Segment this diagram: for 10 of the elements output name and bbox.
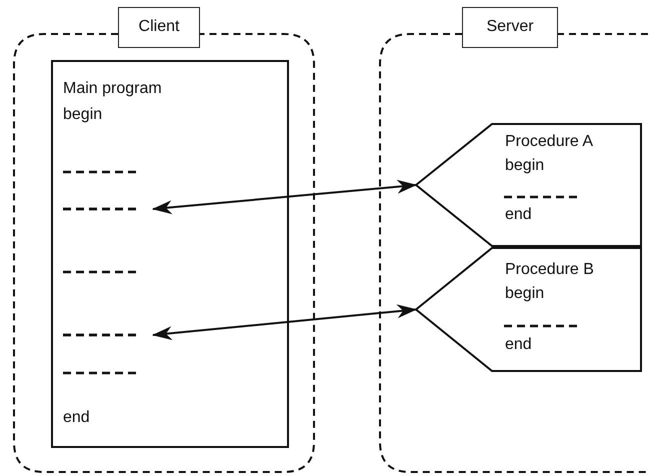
code-text: end [505,335,533,355]
double-arrow [152,304,417,340]
code-text: Procedure B begin [505,260,595,304]
code-text: end [63,408,91,428]
code-text: end [505,205,533,225]
code-text: Procedure A begin [505,132,594,176]
code-text: Main program begin [63,79,163,125]
region-label: Client [118,7,200,48]
double-arrow [152,180,417,214]
region-label: Server [462,7,558,48]
